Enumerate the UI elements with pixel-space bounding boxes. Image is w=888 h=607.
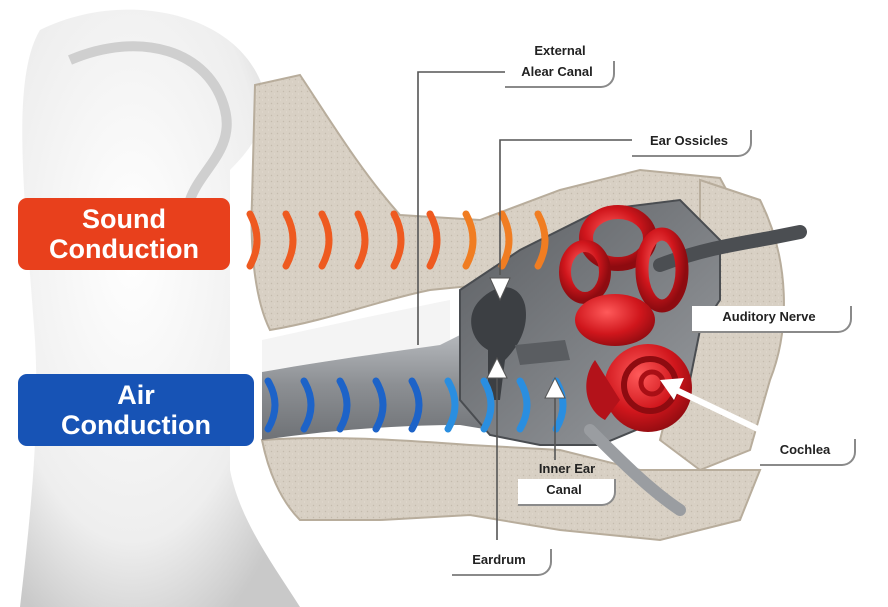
cochlea-base (586, 360, 620, 420)
sound-wave-arc (498, 210, 513, 270)
cochlea-arrow-head (660, 378, 684, 400)
ossicles-arrow (489, 277, 511, 302)
sound-conduction-line2: Conduction (49, 234, 199, 264)
sound-wave-arc (246, 210, 261, 270)
sound-conduction-badge: Sound Conduction (18, 198, 230, 270)
sound-wave-arc (318, 210, 333, 270)
lower-bone-section (260, 436, 762, 542)
canal-lining (262, 300, 450, 372)
cochlea-label: Cochlea (760, 439, 856, 466)
air-conduction-line2: Conduction (61, 410, 211, 440)
pointer-arrows (486, 277, 762, 433)
stapes-shape (515, 340, 570, 365)
sound-conduction-waves (246, 210, 549, 270)
air-wave-arc (408, 377, 423, 433)
inner-ear-canal-line1: Inner Ear (538, 461, 596, 476)
eardrum-text: Eardrum (452, 549, 552, 576)
lower-nerve-shape (584, 424, 686, 516)
ossicles-shape (471, 287, 526, 400)
sound-conduction-line1: Sound (82, 203, 166, 234)
external-canal-label-line2: Alear Canal (505, 60, 615, 88)
eardrum-arrow (486, 356, 508, 379)
air-conduction-line1: Air (117, 379, 155, 410)
ear-ossicles-text: Ear Ossicles (632, 130, 752, 157)
cochlea-text: Cochlea (760, 439, 856, 466)
sound-wave-arc (354, 210, 369, 270)
outer-ear-shape (20, 9, 300, 607)
inner-canal-arrow (544, 376, 566, 399)
air-wave-arc (264, 377, 279, 433)
ear-ossicles-label: Ear Ossicles (632, 130, 752, 157)
air-conduction-waves (264, 377, 567, 433)
eardrum-label: Eardrum (452, 549, 552, 576)
air-wave-arc (300, 377, 315, 433)
sound-wave-arc (534, 210, 549, 270)
air-wave-arc (444, 377, 459, 433)
auditory-nerve-shape (653, 225, 807, 272)
inner-ear-canal-label: Inner Ear Canal (518, 460, 616, 506)
sound-wave-arc (282, 210, 297, 270)
air-wave-arc (372, 377, 387, 433)
air-wave-arc (516, 377, 531, 433)
auditory-nerve-text: Auditory Nerve (692, 306, 852, 333)
external-canal-label: External Alear Canal (505, 42, 615, 88)
auditory-nerve-label: Auditory Nerve (692, 306, 852, 333)
cochlea-arrow-shaft (670, 385, 762, 433)
canal-loop-3 (559, 240, 611, 304)
air-conduction-badge: Air Conduction (18, 374, 254, 446)
sound-wave-arc (462, 210, 477, 270)
air-wave-arc (480, 377, 495, 433)
canal-loop-2 (635, 227, 689, 313)
sound-wave-arc (426, 210, 441, 270)
ossicles-leader (499, 139, 632, 275)
external-canal-label-line1: External (534, 43, 586, 58)
inner-ear-canal-line2: Canal (518, 478, 616, 506)
vestibule-shape (575, 294, 655, 346)
air-wave-arc (336, 377, 351, 433)
outer-ear-fold (68, 41, 232, 202)
sound-wave-arc (390, 210, 405, 270)
external-canal-leader (417, 71, 520, 345)
